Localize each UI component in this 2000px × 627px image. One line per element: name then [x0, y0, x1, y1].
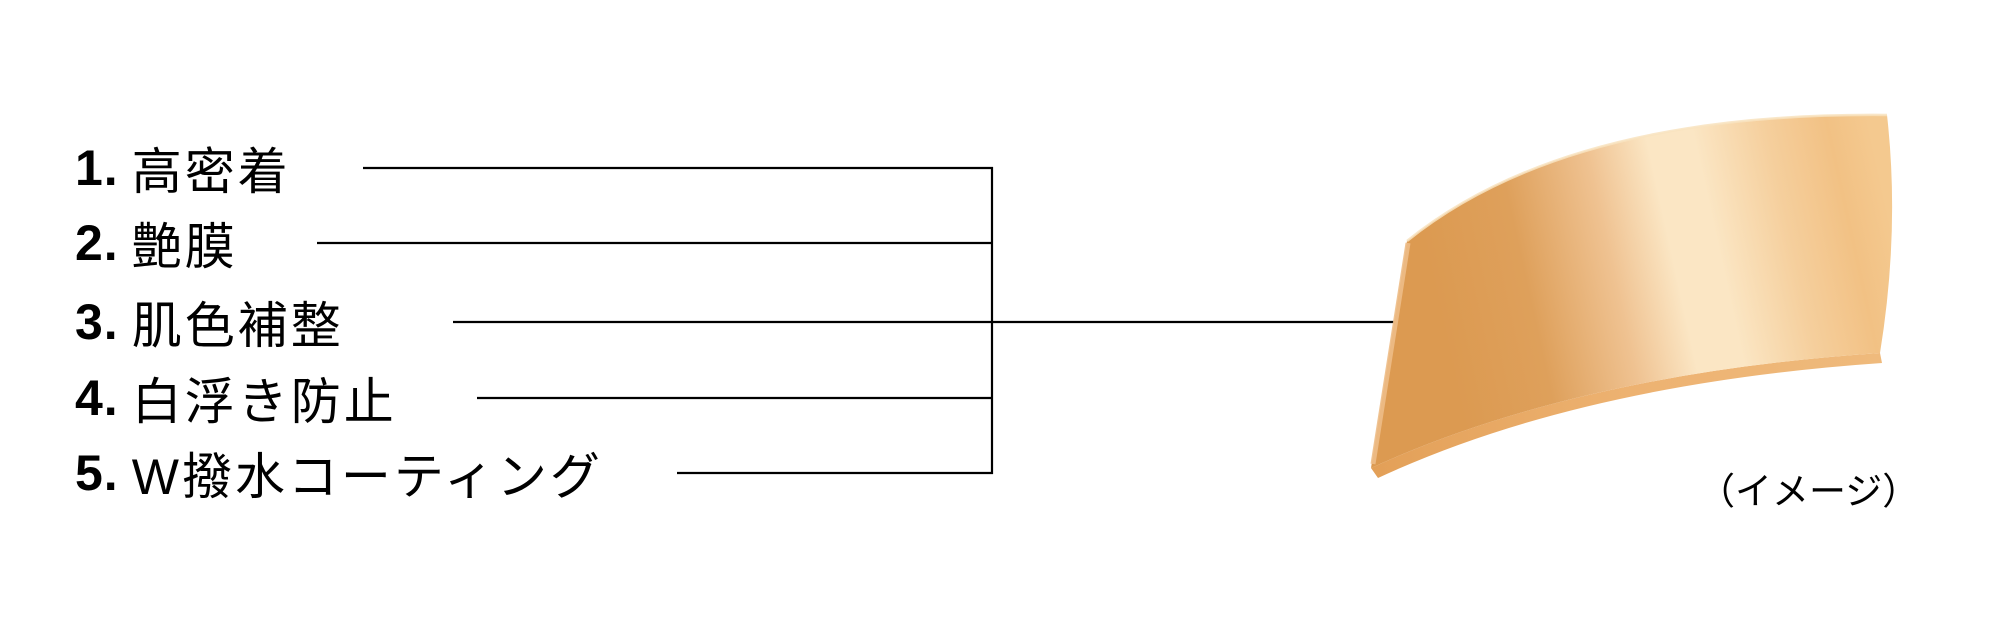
feature-label: W撥水コーティング	[131, 449, 603, 505]
feature-item-1: 1. 高密着	[75, 140, 291, 200]
image-disclaimer-note: （イメージ）	[1698, 471, 1920, 512]
film-sheet-left-highlight	[1370, 242, 1411, 465]
feature-item-4: 4. 白浮き防止	[75, 370, 397, 430]
film-sheet-bottom-edge	[1371, 353, 1882, 478]
feature-item-5: 5. W撥水コーティング	[75, 445, 603, 505]
feature-label: 白浮き防止	[131, 374, 397, 430]
film-sheet-illustration	[1370, 113, 1893, 478]
feature-number: 5.	[75, 445, 119, 501]
film-sheet-face	[1371, 114, 1893, 468]
feature-number: 2.	[75, 215, 119, 271]
feature-item-2: 2. 艶膜	[75, 215, 238, 275]
feature-item-3: 3. 肌色補整	[75, 294, 344, 354]
feature-label: 肌色補整	[131, 298, 344, 354]
feature-number: 4.	[75, 370, 119, 426]
callout-lines	[317, 166, 1437, 475]
feature-number: 1.	[75, 140, 119, 196]
film-sheet-top-highlight	[1406, 113, 1888, 242]
feature-number: 3.	[75, 294, 119, 350]
feature-label: 高密着	[131, 144, 291, 200]
feature-label: 艶膜	[131, 219, 238, 275]
